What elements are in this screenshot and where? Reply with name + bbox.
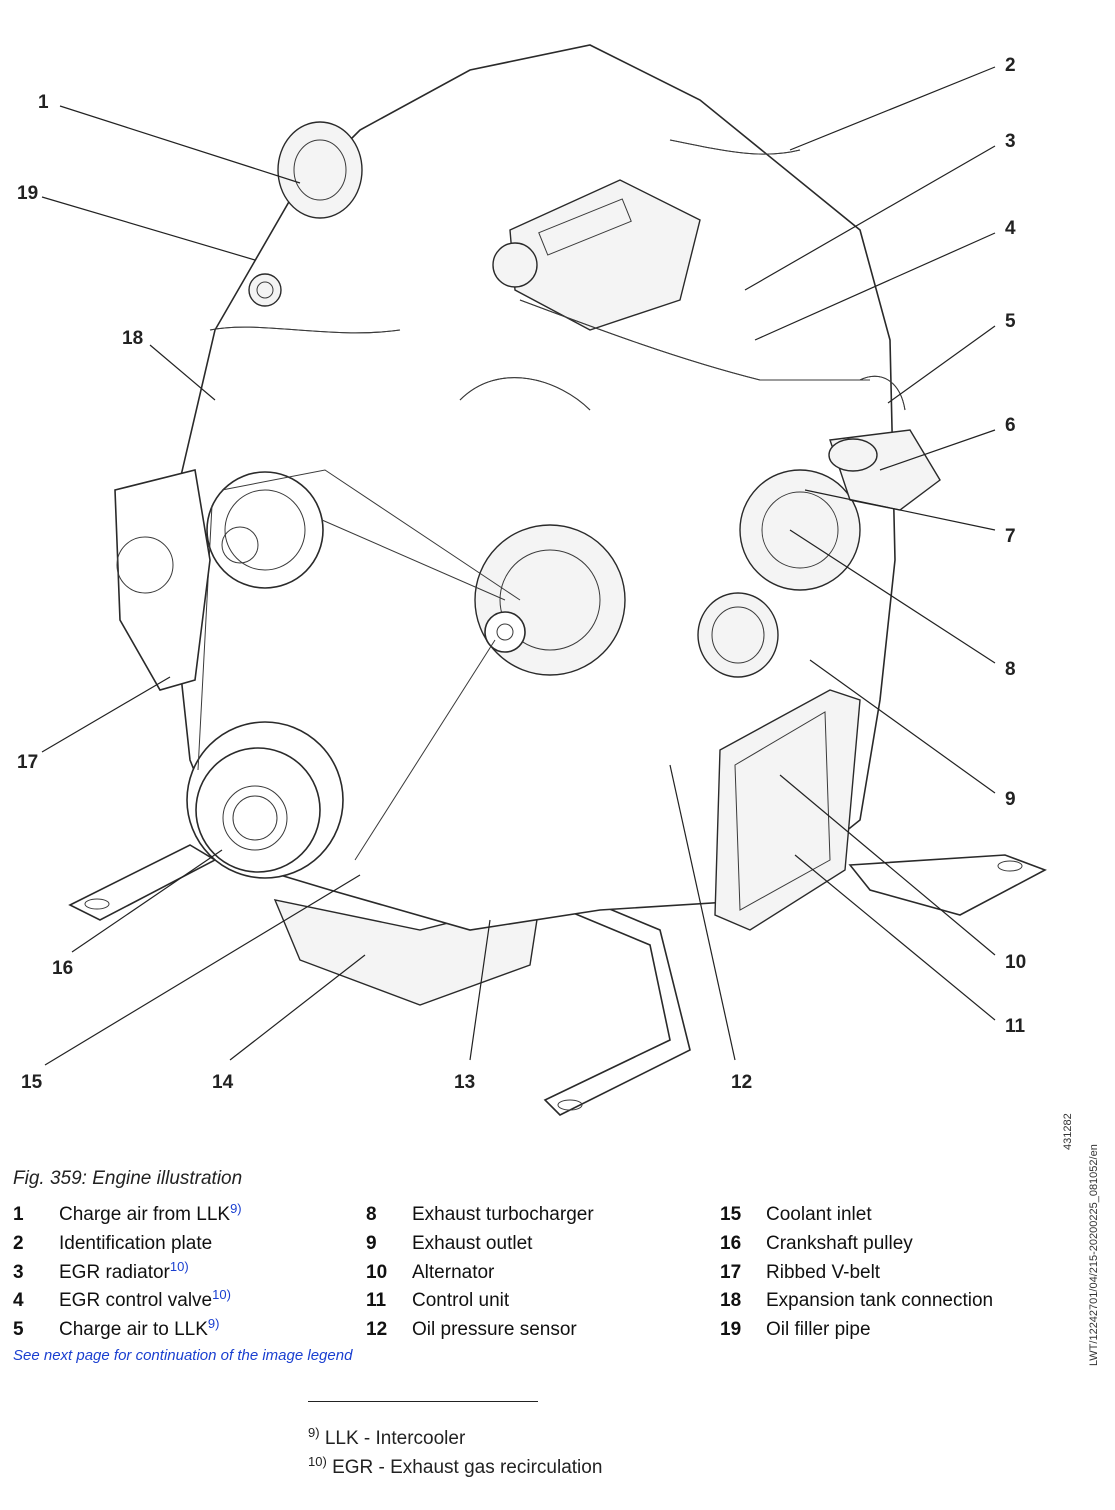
footnote: 10) EGR - Exhaust gas recirculation xyxy=(308,1454,603,1479)
footnote-divider xyxy=(308,1401,538,1402)
figure-id: 431282 xyxy=(1062,1113,1074,1150)
footnote-reference[interactable]: 9) xyxy=(230,1201,242,1216)
callout-16: 16 xyxy=(52,958,73,979)
figure-caption: Fig. 359: Engine illustration xyxy=(13,1168,243,1189)
legend-item: 10 Alternator xyxy=(366,1262,594,1291)
legend-item: 11 Control unit xyxy=(366,1290,594,1319)
legend-item: 17 Ribbed V-belt xyxy=(720,1262,993,1291)
legend-item: 1 Charge air from LLK9) xyxy=(13,1201,242,1233)
callout-6: 6 xyxy=(1005,415,1016,436)
legend-number: 19 xyxy=(720,1319,742,1341)
engine-illustration: 1 2 3 4 5 6 7 8 9 10 11 12 13 14 15 16 1… xyxy=(17,44,1047,1116)
legend-column: 1 Charge air from LLK9) 2 Identification p… xyxy=(13,1201,242,1348)
legend-number: 11 xyxy=(366,1290,387,1312)
legend-number: 15 xyxy=(720,1204,742,1225)
ribbed-v-belt xyxy=(197,469,521,861)
legend-item: 5 Charge air to LLK9) xyxy=(13,1316,242,1348)
document-id: LWT/12242701/04/215-20200225_081052/en xyxy=(1088,1144,1100,1366)
legend-text: Exhaust turbocharger xyxy=(412,1204,594,1225)
callout-18: 18 xyxy=(122,328,143,349)
charge-air-housing xyxy=(277,121,363,219)
cylinder-head-cover xyxy=(509,179,701,331)
legend-item: 2 Identification plate xyxy=(13,1233,242,1262)
callout-15: 15 xyxy=(21,1072,43,1093)
legend-text: Identification plate xyxy=(59,1232,213,1254)
callout-11: 11 xyxy=(1005,1016,1026,1037)
legend-number: 9 xyxy=(366,1232,377,1254)
legend-text: Coolant inlet xyxy=(766,1204,872,1225)
legend-item: 16 Crankshaft pulley xyxy=(720,1233,993,1262)
legend-text: EGR radiator10) xyxy=(59,1258,189,1283)
engine-mounting-brackets xyxy=(68,844,1047,1116)
footnote-reference[interactable]: 10) xyxy=(169,1258,189,1274)
legend-text: Control unit xyxy=(412,1290,510,1312)
legend-text: Charge air from LLK9) xyxy=(59,1201,242,1225)
legend-text: Crankshaft pulley xyxy=(766,1232,913,1254)
footnote-text: LLK - Intercooler xyxy=(319,1428,466,1449)
footnote-mark: 9) xyxy=(308,1425,320,1440)
alternator xyxy=(474,524,626,676)
legend-number: 10 xyxy=(366,1261,388,1283)
legend-continuation-link[interactable]: See next page for continuation of the im… xyxy=(13,1347,353,1364)
callout-13: 13 xyxy=(454,1072,475,1093)
callout-5: 5 xyxy=(1005,311,1016,332)
legend-text: Alternator xyxy=(412,1261,495,1283)
control-unit xyxy=(714,689,861,931)
callout-17: 17 xyxy=(17,752,38,773)
legend-text: Oil filler pipe xyxy=(766,1319,871,1341)
callout-1: 1 xyxy=(38,92,49,113)
footnote-mark: 10) xyxy=(308,1454,327,1469)
legend-item: 9 Exhaust outlet xyxy=(366,1233,594,1262)
legend-item: 15 Coolant inlet xyxy=(720,1204,993,1233)
legend-text: Oil pressure sensor xyxy=(412,1319,577,1341)
legend-item: 4 EGR control valve10) xyxy=(13,1287,242,1319)
legend-text: Charge air to LLK9) xyxy=(59,1316,220,1341)
legend-item: 8 Exhaust turbocharger xyxy=(366,1204,594,1233)
callout-8: 8 xyxy=(1005,659,1016,680)
legend-item: 3 EGR radiator10) xyxy=(13,1258,242,1291)
callout-19: 19 xyxy=(17,183,38,204)
callout-7: 7 xyxy=(1005,526,1016,547)
legend-number: 1 xyxy=(13,1204,24,1225)
legend-text: EGR control valve10) xyxy=(59,1287,231,1312)
legend-number: 5 xyxy=(13,1319,24,1341)
legend-number: 3 xyxy=(13,1261,24,1283)
legend-number: 12 xyxy=(366,1319,388,1341)
turbocharger xyxy=(739,469,861,591)
oil-filler-pipe xyxy=(248,273,282,307)
callout-numbers: 1 2 3 4 5 6 7 8 9 10 11 12 13 14 15 16 1… xyxy=(17,55,1026,1093)
legend-number: 16 xyxy=(720,1232,742,1254)
legend-number: 17 xyxy=(720,1261,742,1283)
legend-item: 19 Oil filler pipe xyxy=(720,1319,993,1348)
callout-10: 10 xyxy=(1005,952,1026,973)
water-pump-pulley xyxy=(206,471,324,589)
footnote-reference[interactable]: 10) xyxy=(212,1287,231,1303)
legend-text: Expansion tank connection xyxy=(766,1290,994,1312)
callout-2: 2 xyxy=(1005,55,1016,76)
footnote-reference[interactable]: 9) xyxy=(207,1316,220,1332)
legend-number: 18 xyxy=(720,1290,742,1312)
legend-item: 18 Expansion tank connection xyxy=(720,1290,993,1319)
legend-text: Ribbed V-belt xyxy=(766,1261,881,1283)
callout-leaders xyxy=(41,66,996,1066)
legend-text: Exhaust outlet xyxy=(412,1232,533,1254)
callout-14: 14 xyxy=(212,1072,234,1093)
legend-number: 4 xyxy=(13,1290,24,1312)
callout-3: 3 xyxy=(1005,131,1016,152)
footnote-text: EGR - Exhaust gas recirculation xyxy=(326,1457,603,1478)
callout-4: 4 xyxy=(1005,218,1016,239)
legend-item: 12 Oil pressure sensor xyxy=(366,1319,594,1348)
legend-column: 15 Coolant inlet 16 Crankshaft pulley 17 Ri… xyxy=(720,1204,993,1348)
exhaust-outlet xyxy=(697,592,779,678)
footnote: 9) LLK - Intercooler xyxy=(308,1425,466,1450)
callout-12: 12 xyxy=(731,1072,752,1093)
callout-9: 9 xyxy=(1005,789,1016,810)
legend-column: 8 Exhaust turbocharger 9 Exhaust outlet 10… xyxy=(366,1204,594,1348)
legend-number: 8 xyxy=(366,1204,377,1225)
legend-number: 2 xyxy=(13,1232,24,1254)
